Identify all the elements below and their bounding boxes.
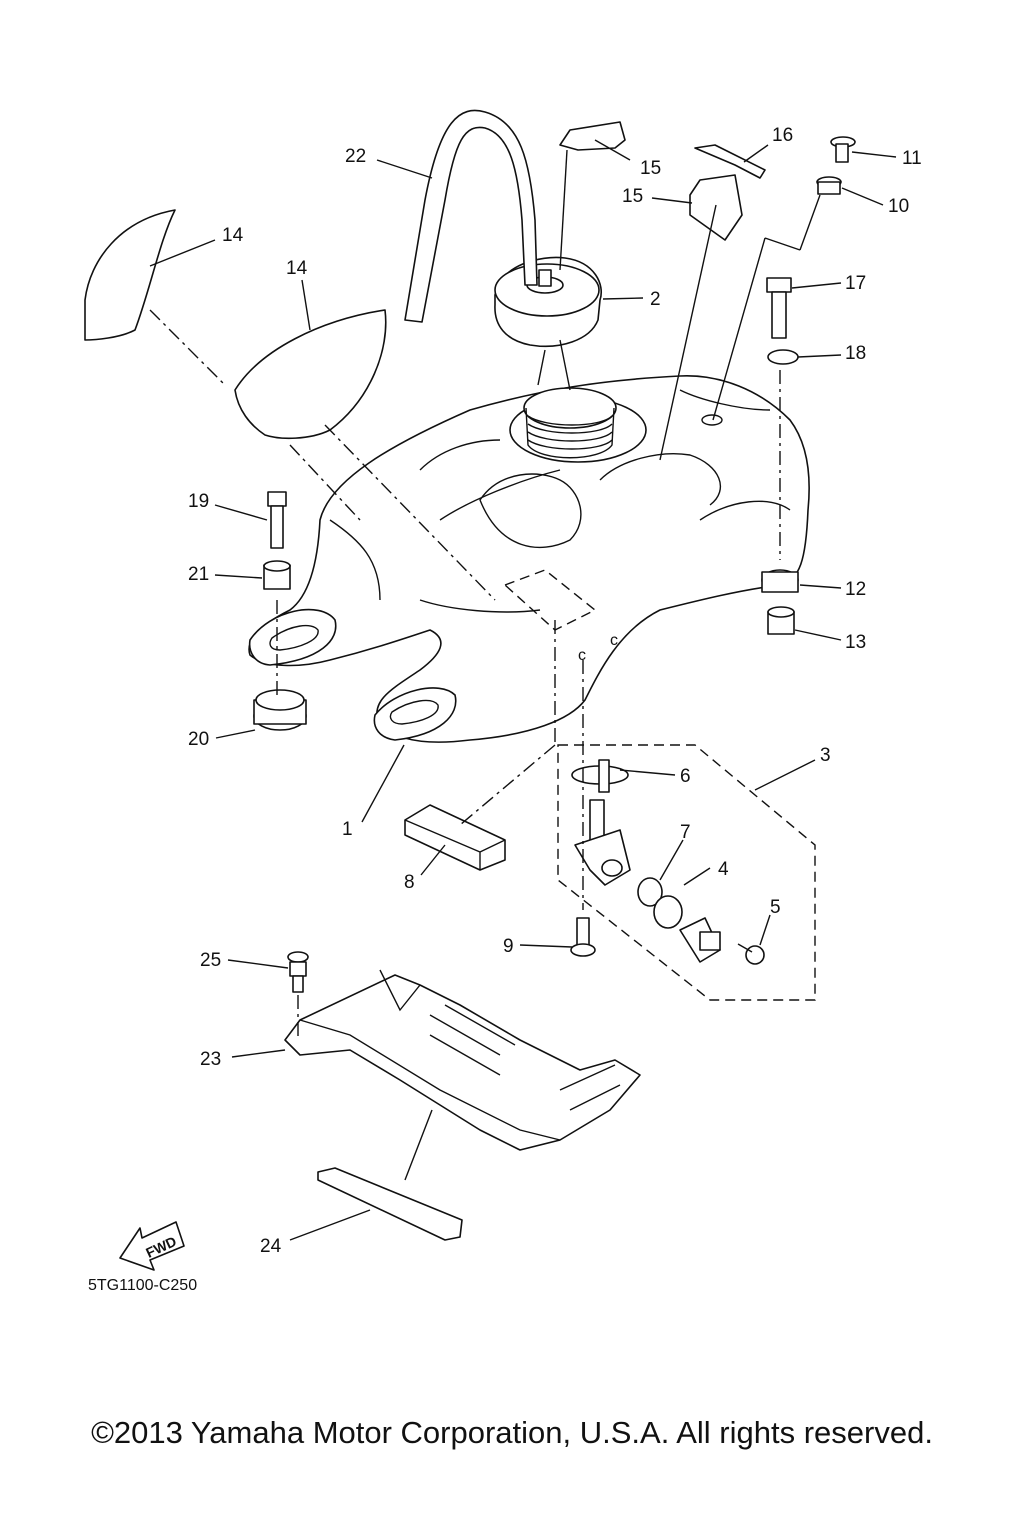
washer-18 [767, 349, 799, 365]
callout-18: 18 [845, 343, 866, 364]
grommet-20 [253, 689, 307, 731]
callout-24: 24 [260, 1236, 282, 1257]
collar-21 [263, 560, 291, 590]
bolt-19 [267, 491, 287, 549]
diagram-code: 5TG1100-C250 [88, 1277, 197, 1294]
callout-16: 16 [772, 125, 793, 146]
fuel-tank: c c [248, 375, 810, 743]
svg-text:c: c [578, 647, 586, 664]
damper-15a [559, 121, 626, 151]
fwd-arrow-icon: FWD [119, 1221, 185, 1271]
callout-7: 7 [680, 822, 691, 843]
collar-13 [767, 606, 795, 635]
fuel-cock-6 [571, 759, 629, 793]
callout-21: 21 [188, 564, 209, 585]
screw-11 [830, 136, 856, 163]
screw-5 [737, 943, 765, 965]
callout-12: 12 [845, 579, 866, 600]
callout-6: 6 [680, 766, 691, 787]
callout-1: 1 [342, 819, 353, 840]
damper-14b [234, 309, 387, 440]
svg-text:c: c [610, 632, 618, 649]
callout-22: 22 [345, 146, 366, 167]
callout-14a: 14 [222, 225, 244, 246]
o-ring-4 [653, 895, 683, 929]
callout-5: 5 [770, 897, 781, 918]
grommet-12 [761, 569, 799, 593]
callout-15a: 15 [640, 158, 661, 179]
callout-10: 10 [888, 196, 909, 217]
callout-4: 4 [718, 859, 729, 880]
callout-labels: 1 2 3 4 5 6 7 8 9 10 11 12 13 14 14 15 1… [188, 125, 922, 1257]
pad-24 [317, 1167, 463, 1241]
breather-hose [404, 109, 538, 323]
callout-19: 19 [188, 491, 209, 512]
seal-7 [637, 877, 663, 907]
screw-9 [570, 917, 596, 957]
collar-10 [816, 176, 842, 195]
callout-20: 20 [188, 729, 209, 750]
callout-3: 3 [820, 745, 831, 766]
fuel-cock-assembly-outline [557, 744, 816, 1001]
fuel-cap [494, 256, 602, 348]
bolt-25 [287, 951, 309, 993]
callout-17: 17 [845, 273, 866, 294]
copyright-notice: ©2013 Yamaha Motor Corporation, U.S.A. A… [91, 1415, 933, 1450]
bolt-17 [766, 277, 792, 339]
fuel-cock-body [574, 799, 631, 886]
lever-body [679, 917, 721, 963]
callout-13: 13 [845, 632, 866, 653]
callout-8: 8 [404, 872, 415, 893]
plate-16 [694, 144, 766, 179]
callout-23: 23 [200, 1049, 221, 1070]
callout-2: 2 [650, 289, 661, 310]
callout-14b: 14 [286, 258, 308, 279]
callout-9: 9 [503, 936, 514, 957]
pad-8 [404, 804, 506, 871]
center-lines [149, 149, 821, 1181]
damper-14a [84, 209, 176, 341]
callout-25: 25 [200, 950, 221, 971]
leader-lines [149, 139, 897, 1241]
callout-15b: 15 [622, 186, 643, 207]
callout-11: 11 [902, 148, 922, 169]
guard-23 [284, 974, 641, 1151]
